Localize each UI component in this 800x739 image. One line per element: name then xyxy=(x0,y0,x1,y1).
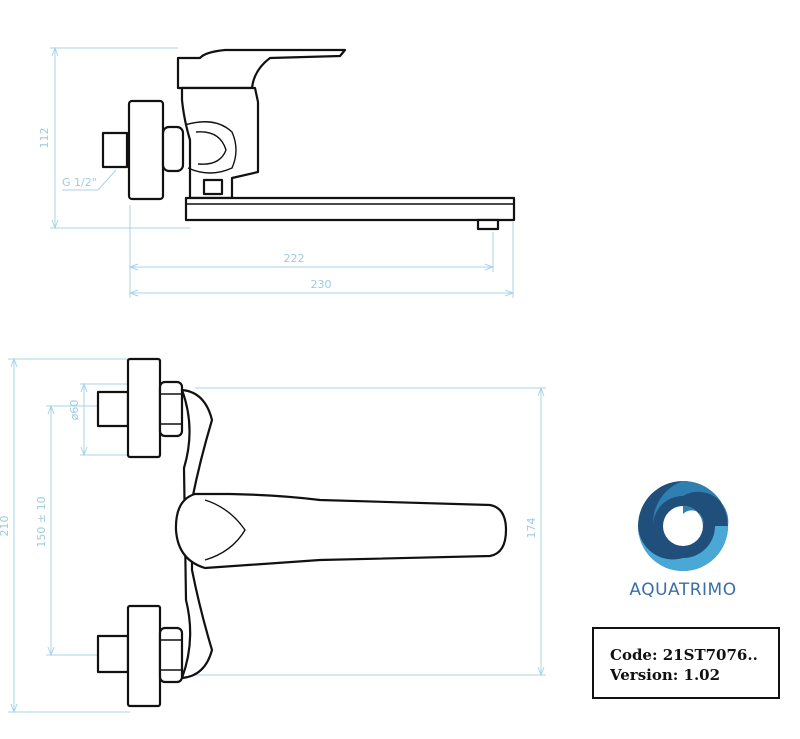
dim-174-label: 174 xyxy=(525,518,538,539)
dim-flange-label: ø60 xyxy=(68,400,81,421)
dim-112-label: 112 xyxy=(38,128,51,149)
version-label: Version: 1.02 xyxy=(610,666,721,684)
brand-name-part2: TRIMO xyxy=(678,580,737,600)
thread-label: G 1/2" xyxy=(62,176,97,189)
brand-name-part1: AQUA xyxy=(629,580,679,600)
aquatrimo-logo: AQUATRIMO xyxy=(598,476,768,612)
dim-230-label: 230 xyxy=(311,278,332,291)
top-view: 210 ø60 150 ± 10 174 xyxy=(0,357,546,714)
logo-swirl-icon xyxy=(638,481,729,571)
product-code: Code: 21ST7076.. xyxy=(610,646,758,664)
dim-222-label: 222 xyxy=(284,252,305,265)
side-view: 112 G 1/2" 222 230 xyxy=(38,46,516,298)
dim-centers-label: 150 ± 10 xyxy=(35,496,48,547)
dim-210-label: 210 xyxy=(0,516,11,537)
info-box: Code: 21ST7076.. Version: 1.02 xyxy=(592,627,780,699)
brand-name: AQUATRIMO xyxy=(598,580,768,600)
